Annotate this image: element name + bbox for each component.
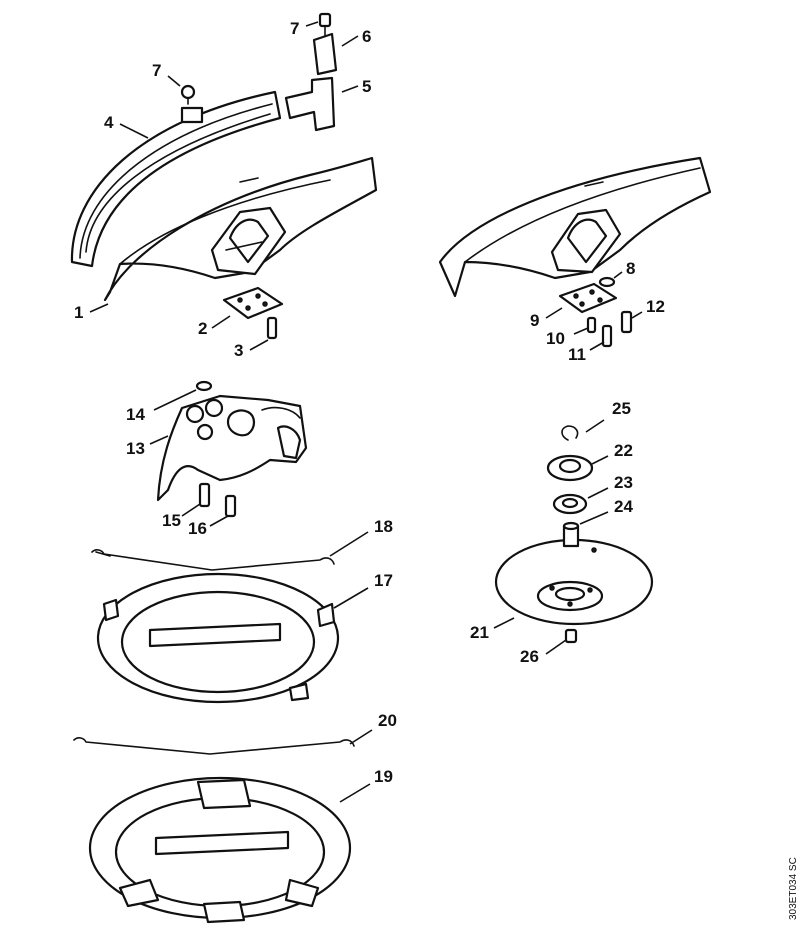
screw-part-12 xyxy=(620,310,633,334)
leader-lines xyxy=(89,21,643,803)
washer-part-8 xyxy=(598,276,616,288)
screw-part-7-upper xyxy=(318,12,332,37)
callout-1: 1 xyxy=(74,303,83,322)
callout-24: 24 xyxy=(614,497,633,516)
callout-11: 11 xyxy=(568,345,586,364)
ring-guard-part-17 xyxy=(96,572,340,704)
callout-6: 6 xyxy=(362,27,371,46)
callout-18: 18 xyxy=(374,517,393,536)
callout-7-upper: 7 xyxy=(290,19,299,38)
callout-14: 14 xyxy=(126,405,145,424)
callout-5: 5 xyxy=(362,77,371,96)
callout-23: 23 xyxy=(614,473,633,492)
gearhead-part-13 xyxy=(156,394,308,502)
callout-19: 19 xyxy=(374,767,393,786)
callout-26: 26 xyxy=(520,647,539,666)
callout-25: 25 xyxy=(612,399,631,418)
callout-10: 10 xyxy=(546,329,565,348)
bracket-part-6 xyxy=(312,32,338,76)
screw-part-7-lower xyxy=(180,84,196,105)
flange-part-22 xyxy=(546,454,594,482)
callout-7-lower: 7 xyxy=(152,61,161,80)
deflector-part-1 xyxy=(103,156,378,302)
thrust-plate-part-21 xyxy=(494,538,654,626)
callout-17: 17 xyxy=(374,571,393,590)
callout-22: 22 xyxy=(614,441,633,460)
spring-part-20 xyxy=(73,737,355,755)
bushing-part-24 xyxy=(562,521,580,548)
callout-12: 12 xyxy=(646,297,665,316)
bearing-part-23 xyxy=(552,493,588,515)
skirt-part-4 xyxy=(70,90,282,268)
deflector-right xyxy=(438,156,712,298)
plate-part-2 xyxy=(222,286,284,320)
screw-part-16 xyxy=(224,494,237,518)
washer-part-14 xyxy=(195,380,213,392)
document-reference: 303ET034 SC xyxy=(788,857,799,920)
bracket-part-5 xyxy=(284,76,336,132)
callout-16: 16 xyxy=(188,519,207,538)
plate-part-9 xyxy=(558,282,618,314)
callout-labels: 1 2 3 4 5 6 7 7 8 9 10 11 12 13 14 15 16… xyxy=(74,19,665,786)
callout-8: 8 xyxy=(626,259,635,278)
spring-part-18 xyxy=(91,549,335,571)
screw-part-10 xyxy=(586,316,597,334)
screw-part-26 xyxy=(564,628,578,644)
screw-part-11 xyxy=(601,324,613,348)
circlip-part-25 xyxy=(561,425,579,441)
callout-13: 13 xyxy=(126,439,145,458)
lower-guard-part-19 xyxy=(88,776,352,924)
callout-20: 20 xyxy=(378,711,397,730)
callout-9: 9 xyxy=(530,311,539,330)
callout-15: 15 xyxy=(162,511,181,530)
screw-part-3 xyxy=(266,316,278,340)
callout-2: 2 xyxy=(198,319,207,338)
screw-part-15 xyxy=(198,482,211,508)
callout-3: 3 xyxy=(234,341,243,360)
callout-21: 21 xyxy=(470,623,489,642)
callout-4: 4 xyxy=(104,113,114,132)
